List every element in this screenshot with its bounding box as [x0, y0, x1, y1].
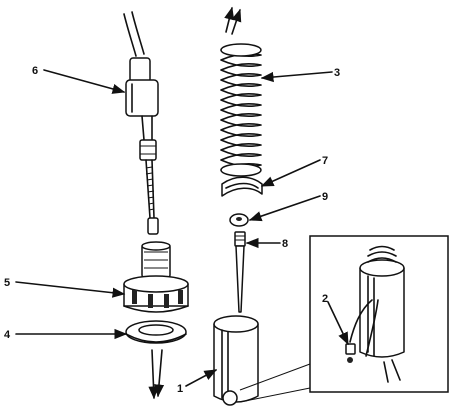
callout-3: 3 [334, 67, 340, 79]
callout-1: 1 [177, 383, 183, 395]
part-6-cable-assembly [123, 11, 159, 235]
part-4-washer [125, 320, 187, 344]
callout-8: 8 [282, 238, 288, 250]
callout-4: 4 [4, 329, 11, 341]
detail-inset [239, 235, 449, 403]
callout-5: 5 [4, 277, 10, 289]
part-9-ring [229, 213, 249, 227]
callout-labels: 6 3 7 9 8 5 4 1 2 [4, 65, 340, 395]
callout-7: 7 [322, 155, 328, 167]
part-3-spring [220, 43, 262, 177]
leader-lines [15, 6, 349, 400]
part-8-pin [234, 231, 246, 313]
callout-6: 6 [32, 65, 38, 77]
part-1-tube [213, 315, 259, 406]
part-5-knurled-nut [123, 241, 189, 313]
callout-9: 9 [322, 191, 328, 203]
callout-2: 2 [322, 293, 328, 305]
part-7-clip [221, 176, 263, 197]
